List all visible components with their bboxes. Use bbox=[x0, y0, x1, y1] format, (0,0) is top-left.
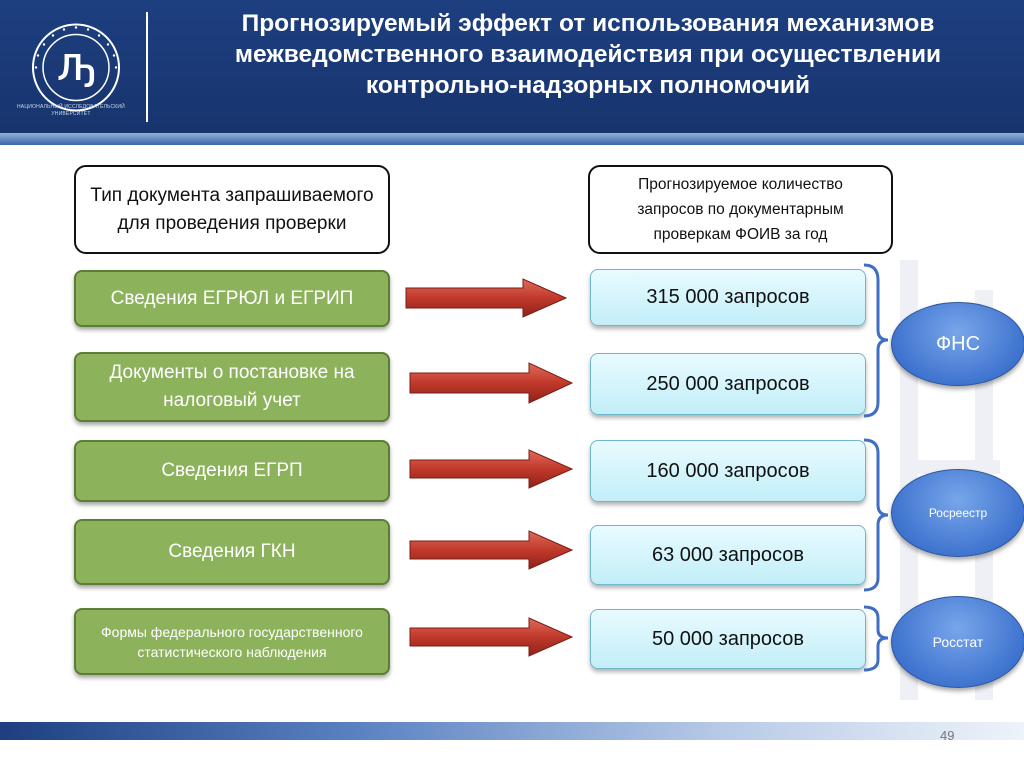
request-count-label: 160 000 запросов bbox=[646, 459, 810, 482]
request-count-label: 315 000 запросов bbox=[646, 286, 810, 308]
doc-type-label: Документы о постановке на налоговый учет bbox=[109, 362, 355, 411]
doc-type-box-egrp: Сведения ЕГРП bbox=[74, 440, 390, 502]
request-count-label: 50 000 запросов bbox=[651, 627, 805, 650]
bracket-fns bbox=[863, 263, 889, 418]
doc-type-box-tax: Документы о постановке на налоговый учет bbox=[74, 352, 390, 422]
doc-type-label: Формы федерального государственного стат… bbox=[101, 623, 363, 660]
header-stripe bbox=[0, 133, 1024, 145]
svg-text:Ԡ: Ԡ bbox=[58, 49, 95, 89]
logo-caption: НАЦИОНАЛЬНЫЙ ИССЛЕДОВАТЕЛЬСКИЙ УНИВЕРСИТ… bbox=[17, 104, 125, 117]
doc-type-box-egrul: Сведения ЕГРЮЛ и ЕГРИП bbox=[74, 270, 390, 327]
page-number: 49 bbox=[940, 728, 955, 743]
agency-label: Росстат bbox=[932, 634, 984, 650]
right-column-header: Прогнозируемое количество запросов по до… bbox=[588, 165, 893, 254]
doc-type-label: Сведения ГКН bbox=[168, 541, 296, 562]
page-title: Прогнозируемый эффект от использования м… bbox=[234, 10, 942, 99]
header-divider bbox=[146, 12, 148, 122]
arrow-right-icon bbox=[409, 362, 574, 404]
left-column-header-text: Тип документа запрашиваемого для проведе… bbox=[90, 184, 374, 234]
footer-bar bbox=[0, 722, 1024, 740]
doc-type-label: Сведения ЕГРЮЛ и ЕГРИП bbox=[110, 287, 354, 309]
arrow-right-icon bbox=[409, 449, 574, 489]
arrow-right-icon bbox=[409, 530, 574, 570]
request-count-box: 250 000 запросов bbox=[590, 353, 866, 415]
doc-type-label: Сведения ЕГРП bbox=[161, 460, 303, 481]
request-count-box: 315 000 запросов bbox=[590, 269, 866, 326]
doc-type-box-gkn: Сведения ГКН bbox=[74, 519, 390, 585]
bracket-rosreestr bbox=[863, 438, 889, 592]
request-count-box: 63 000 запросов bbox=[590, 525, 866, 585]
university-logo-icon: Ԡ bbox=[32, 23, 120, 112]
request-count-label: 63 000 запросов bbox=[651, 543, 805, 566]
request-count-box: 160 000 запросов bbox=[590, 440, 866, 502]
agency-oval-rosreestr: Росреестр bbox=[891, 469, 1024, 557]
agency-oval-rosstat: Росстат bbox=[891, 596, 1024, 688]
arrow-right-icon bbox=[405, 278, 568, 318]
doc-type-box-stat: Формы федерального государственного стат… bbox=[74, 608, 390, 675]
request-count-label: 250 000 запросов bbox=[646, 372, 810, 395]
agency-label: ФНС bbox=[935, 332, 981, 355]
left-column-header: Тип документа запрашиваемого для проведе… bbox=[74, 165, 390, 254]
right-column-header-text: Прогнозируемое количество запросов по до… bbox=[637, 176, 844, 243]
request-count-box: 50 000 запросов bbox=[590, 609, 866, 669]
slide-header bbox=[0, 0, 1024, 133]
agency-oval-fns: ФНС bbox=[891, 302, 1024, 386]
arrow-right-icon bbox=[409, 617, 574, 657]
bracket-rosstat bbox=[863, 605, 889, 672]
agency-label: Росреестр bbox=[928, 506, 988, 520]
